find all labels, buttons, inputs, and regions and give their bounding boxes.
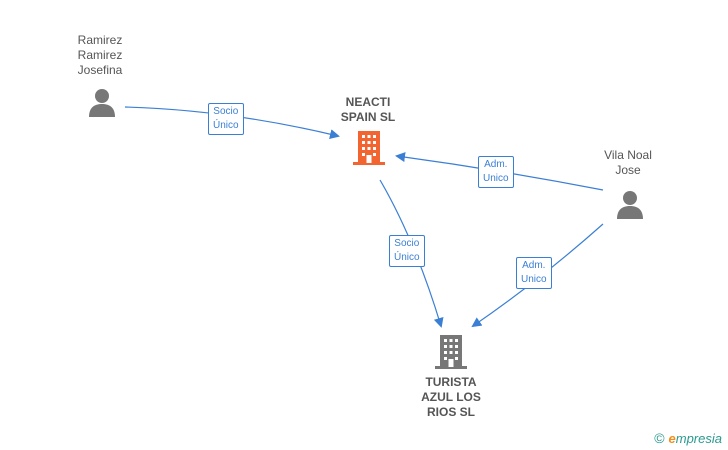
node-label-ramirez: Ramirez Ramirez Josefina <box>77 33 123 77</box>
person-icon[interactable] <box>615 189 645 219</box>
brand-logo-e: e <box>668 431 676 446</box>
node-label-turista: TURISTA AZUL LOS RIOS SL <box>421 375 481 419</box>
edge-label-vila-neacti[interactable]: Adm. Unico <box>478 156 514 188</box>
edge-label-vila-turista[interactable]: Adm. Unico <box>516 257 552 289</box>
node-label-vila: Vila Noal Jose <box>604 148 652 177</box>
node-label-neacti: NEACTI SPAIN SL <box>340 95 396 124</box>
copyright-footer: ©empresia <box>654 430 722 446</box>
building-icon[interactable] <box>353 131 385 165</box>
person-icon[interactable] <box>87 87 117 117</box>
brand-logo-text: mpresia <box>675 431 722 446</box>
building-icon[interactable] <box>435 335 467 369</box>
edge-label-neacti-turista[interactable]: Socio Único <box>389 235 425 267</box>
edge-label-ramirez-neacti[interactable]: Socio Único <box>208 103 244 135</box>
copyright-icon: © <box>654 430 665 446</box>
